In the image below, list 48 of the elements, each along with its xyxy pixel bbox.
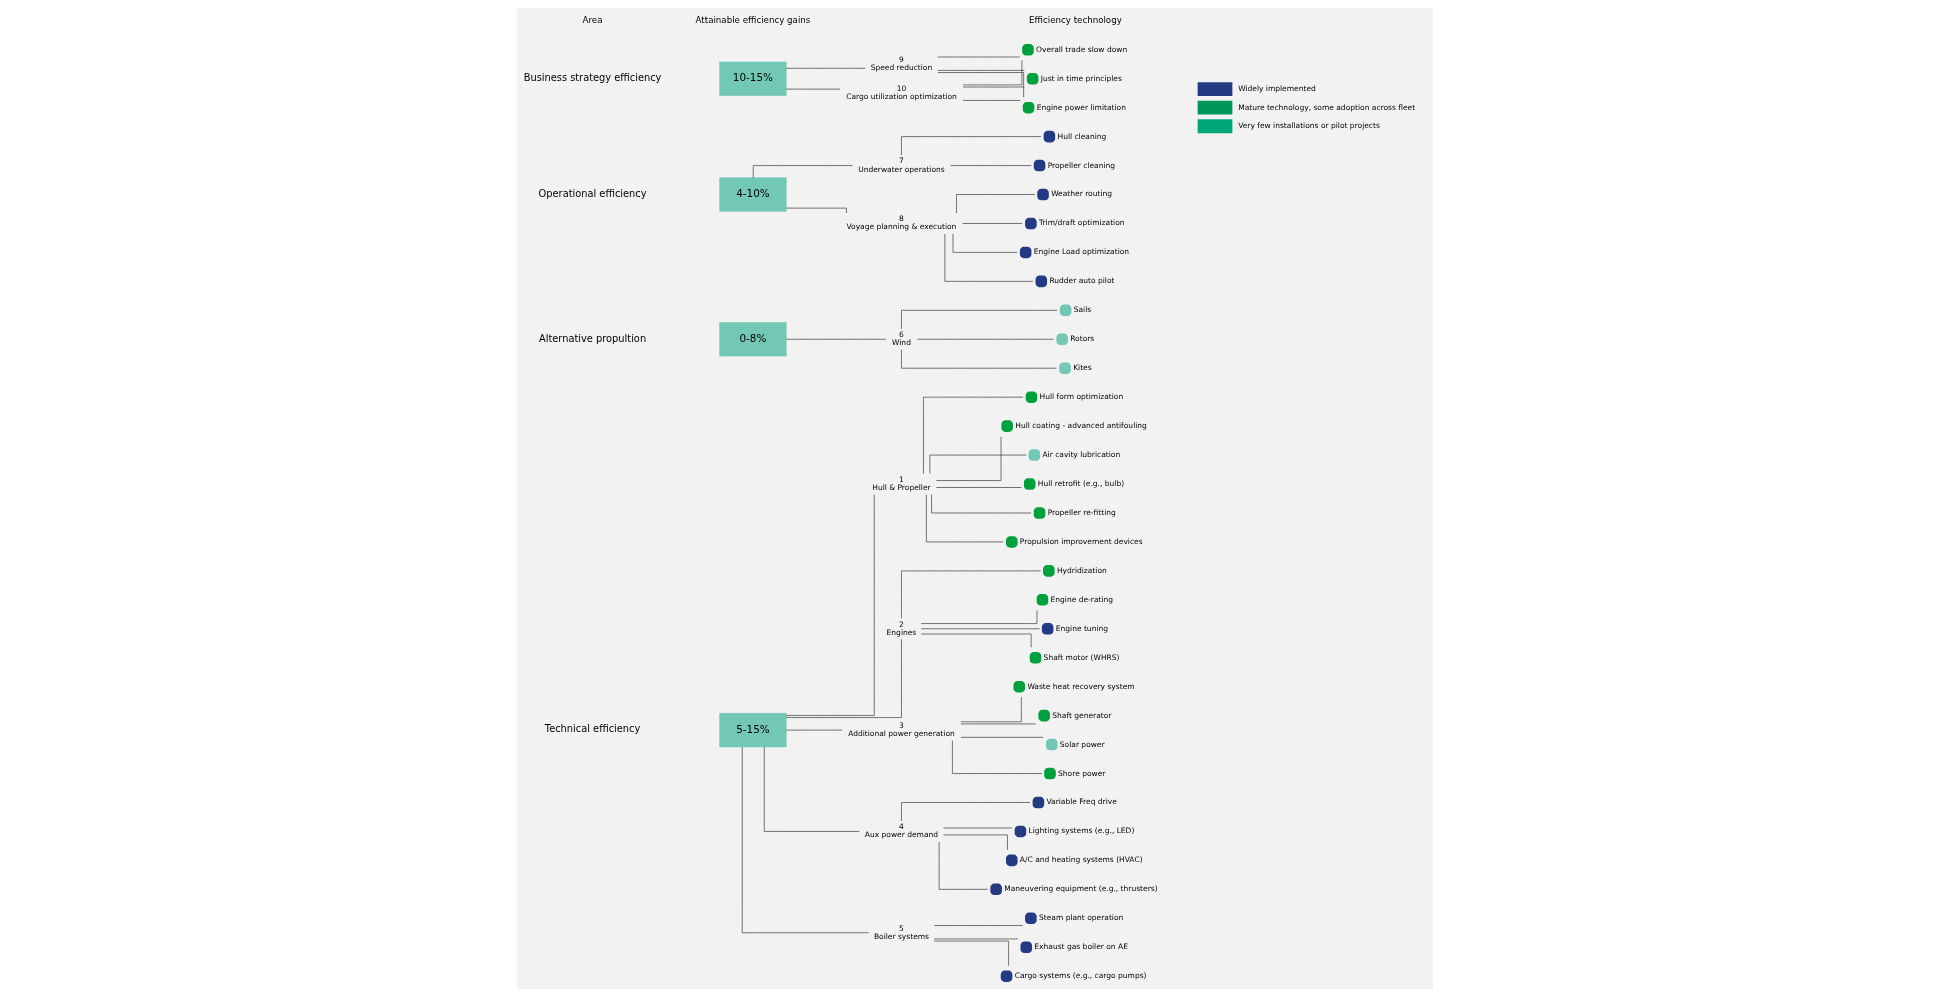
node-circle bbox=[1000, 420, 1013, 432]
node-circle bbox=[1019, 941, 1032, 954]
label: Efficiency technology bbox=[1028, 14, 1122, 25]
node-circle bbox=[1024, 217, 1037, 230]
node-circle bbox=[1026, 72, 1038, 85]
node-circle bbox=[1013, 680, 1025, 693]
node-box: 5-15% bbox=[718, 713, 787, 748]
label: Technical efficiency bbox=[544, 723, 640, 735]
label: Attainable efficiency gains bbox=[695, 14, 810, 25]
connector bbox=[962, 86, 1025, 88]
label: Business strategy efficiency bbox=[523, 72, 661, 84]
node-circle bbox=[1033, 507, 1045, 519]
node-circle bbox=[1059, 304, 1071, 317]
node-circle bbox=[1019, 246, 1031, 259]
node-circle bbox=[1005, 854, 1018, 867]
node-circle bbox=[1021, 43, 1034, 56]
node-circle bbox=[1041, 623, 1053, 635]
connector bbox=[937, 72, 1024, 98]
node-circle bbox=[1037, 709, 1050, 722]
node-circle bbox=[1028, 449, 1040, 461]
node-circle bbox=[1025, 391, 1037, 403]
node-circle bbox=[1005, 536, 1018, 548]
node-circle bbox=[1045, 738, 1057, 751]
node-circle bbox=[989, 883, 1002, 896]
node-circle bbox=[1043, 767, 1056, 780]
node-circle bbox=[1024, 912, 1037, 925]
node-box: 0-8% bbox=[718, 322, 787, 357]
node-circle bbox=[1022, 101, 1034, 114]
node-circle bbox=[1029, 651, 1041, 664]
connector bbox=[962, 60, 1022, 86]
node-circle bbox=[1023, 478, 1035, 490]
label: Alternative propultion bbox=[538, 332, 646, 344]
label: Area bbox=[582, 14, 603, 25]
node-circle bbox=[1036, 188, 1049, 201]
connector bbox=[936, 70, 1025, 71]
node-circle bbox=[1014, 825, 1026, 838]
node-circle bbox=[1000, 970, 1012, 982]
node-circle bbox=[1033, 159, 1045, 172]
node-circle bbox=[1032, 796, 1044, 809]
node-box: 10-15% bbox=[718, 61, 787, 96]
node-box: 4-10% bbox=[718, 177, 787, 212]
node-circle bbox=[1036, 594, 1048, 606]
node-circle bbox=[1035, 275, 1047, 288]
node-circle bbox=[1055, 333, 1068, 346]
node-circle bbox=[1058, 362, 1071, 374]
label: Operational efficiency bbox=[538, 187, 647, 199]
node-circle bbox=[1042, 565, 1055, 577]
node-circle bbox=[1043, 130, 1055, 143]
